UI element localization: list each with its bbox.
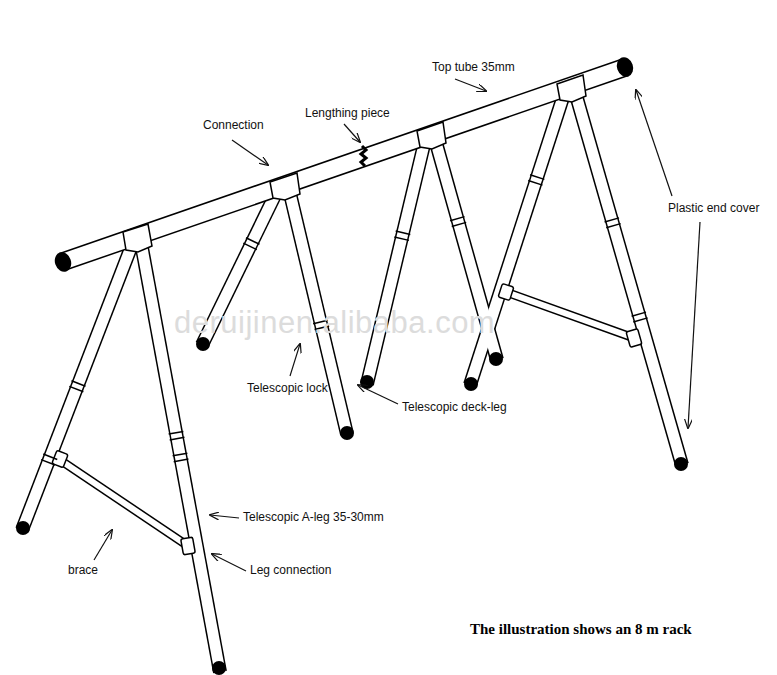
part-label: Telescopic lock [247,382,328,395]
lock-band [396,231,411,234]
lock-band [43,454,57,459]
lock-band [173,453,188,456]
part-label: Telescopic A-leg 35-30mm [243,511,384,524]
top-tube [62,67,626,262]
lock-band [246,238,259,245]
connections [123,75,586,252]
telescopic-locks [41,175,648,465]
part-label: Leg connection [250,564,331,577]
lengthing-piece [361,146,366,166]
part-label: Connection [203,119,264,132]
braces [60,292,634,546]
lock-band [633,318,647,322]
caption: The illustration shows an 8 m rack [470,621,692,638]
lock-band [169,431,184,434]
part-label: Top tube 35mm [432,61,515,74]
watermark: deruijinen.alibaba.com [174,306,495,340]
part-label: Telescopic deck-leg [402,401,507,414]
lock-band [174,459,189,462]
lock-band [530,175,544,180]
lock-band [41,460,55,465]
lock-band [606,224,620,228]
lock-band [394,237,409,240]
plastic-end-covers [16,55,688,675]
lock-band [450,217,464,221]
part-label: Lengthing piece [305,107,390,120]
lock-band [69,386,83,391]
leader-lines [94,79,700,571]
lock-band [72,381,86,386]
lock-band [605,218,619,222]
legs [22,88,682,672]
part-label: brace [68,564,98,577]
lock-band [632,312,646,316]
lock-band [528,181,542,186]
part-label: Plastic end cover [668,202,759,215]
lock-band [452,222,466,226]
leg-connections [52,283,642,554]
lock-band [243,243,256,250]
lock-band [170,437,185,440]
